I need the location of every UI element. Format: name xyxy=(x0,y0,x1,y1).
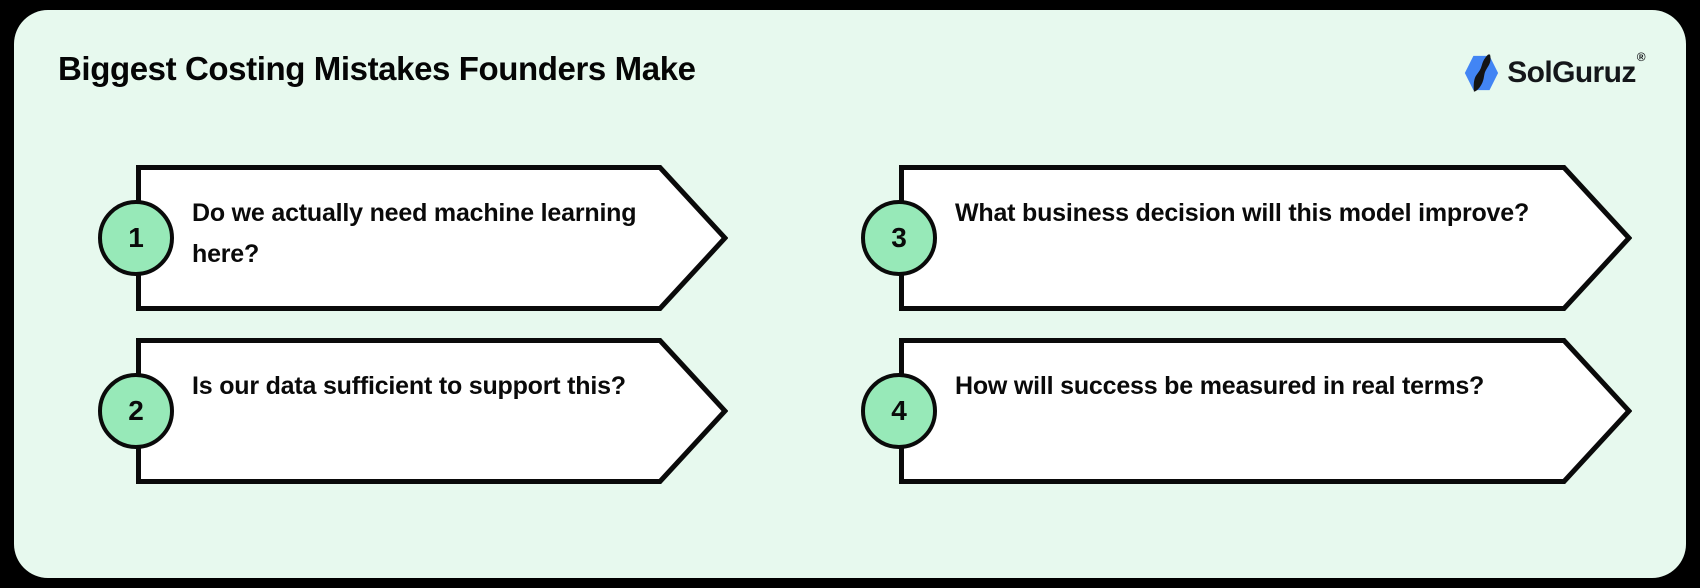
brand-logo: SolGuruz® xyxy=(1462,51,1646,94)
step-badge: 4 xyxy=(861,373,937,449)
arrow-banner-shape xyxy=(136,165,728,311)
list-item[interactable]: 1 Do we actually need machine learning h… xyxy=(98,165,728,311)
arrow-banner-shape xyxy=(899,165,1632,311)
list-item-label: What business decision will this model i… xyxy=(955,199,1530,227)
arrow-banner-shape xyxy=(899,338,1632,484)
list-item[interactable]: 4 How will success be measured in real t… xyxy=(861,338,1632,484)
list-item[interactable]: 2 Is our data sufficient to support this… xyxy=(98,338,728,484)
step-number: 2 xyxy=(128,395,144,426)
step-number: 4 xyxy=(891,395,907,426)
step-number: 3 xyxy=(891,222,907,253)
list-item-label: Is our data sufficient to support this? xyxy=(192,372,626,400)
brand-name: SolGuruz® xyxy=(1507,51,1645,89)
list-item[interactable]: 3 What business decision will this model… xyxy=(861,165,1632,311)
step-badge: 2 xyxy=(98,373,174,449)
step-number: 1 xyxy=(128,222,144,253)
list-item-label: How will success be measured in real ter… xyxy=(955,372,1485,400)
list-item-label: Do we actually need machine learning her… xyxy=(192,199,637,268)
registered-trademark-icon: ® xyxy=(1636,50,1646,64)
solguruz-hexagon-swoosh-icon xyxy=(1465,54,1499,92)
infographic-card: Biggest Costing Mistakes Founders Make S… xyxy=(14,10,1686,578)
brand-name-text: SolGuruz xyxy=(1507,56,1636,89)
header: Biggest Costing Mistakes Founders Make S… xyxy=(14,10,1686,130)
step-badge: 3 xyxy=(861,200,937,276)
step-badge: 1 xyxy=(98,200,174,276)
arrow-banner-shape xyxy=(136,338,728,484)
page-title: Biggest Costing Mistakes Founders Make xyxy=(58,50,696,87)
